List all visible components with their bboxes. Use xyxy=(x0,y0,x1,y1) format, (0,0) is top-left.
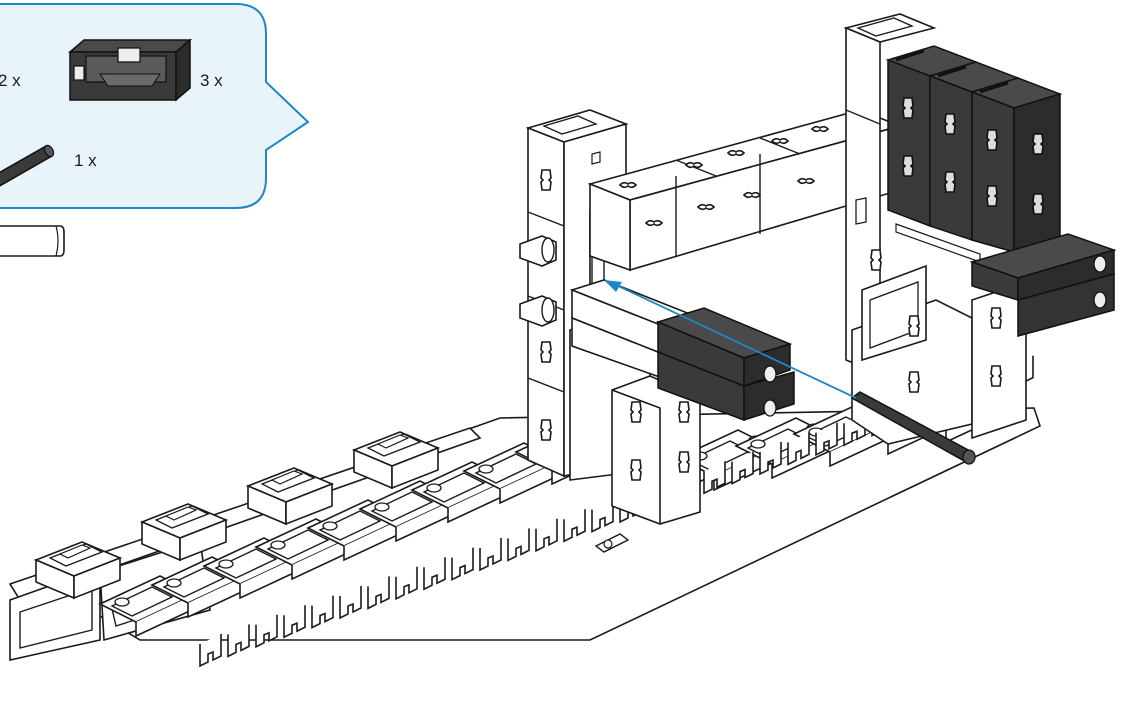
axle-qty: 1 x xyxy=(74,151,97,170)
parts-callout: 3 x 2 x 1 x xyxy=(0,4,308,208)
axle-length-scale xyxy=(0,226,64,256)
angle-block-qty: 3 x xyxy=(200,71,223,90)
building-block-qty: 2 x xyxy=(0,71,21,90)
angle-block-part-icon xyxy=(70,40,190,100)
